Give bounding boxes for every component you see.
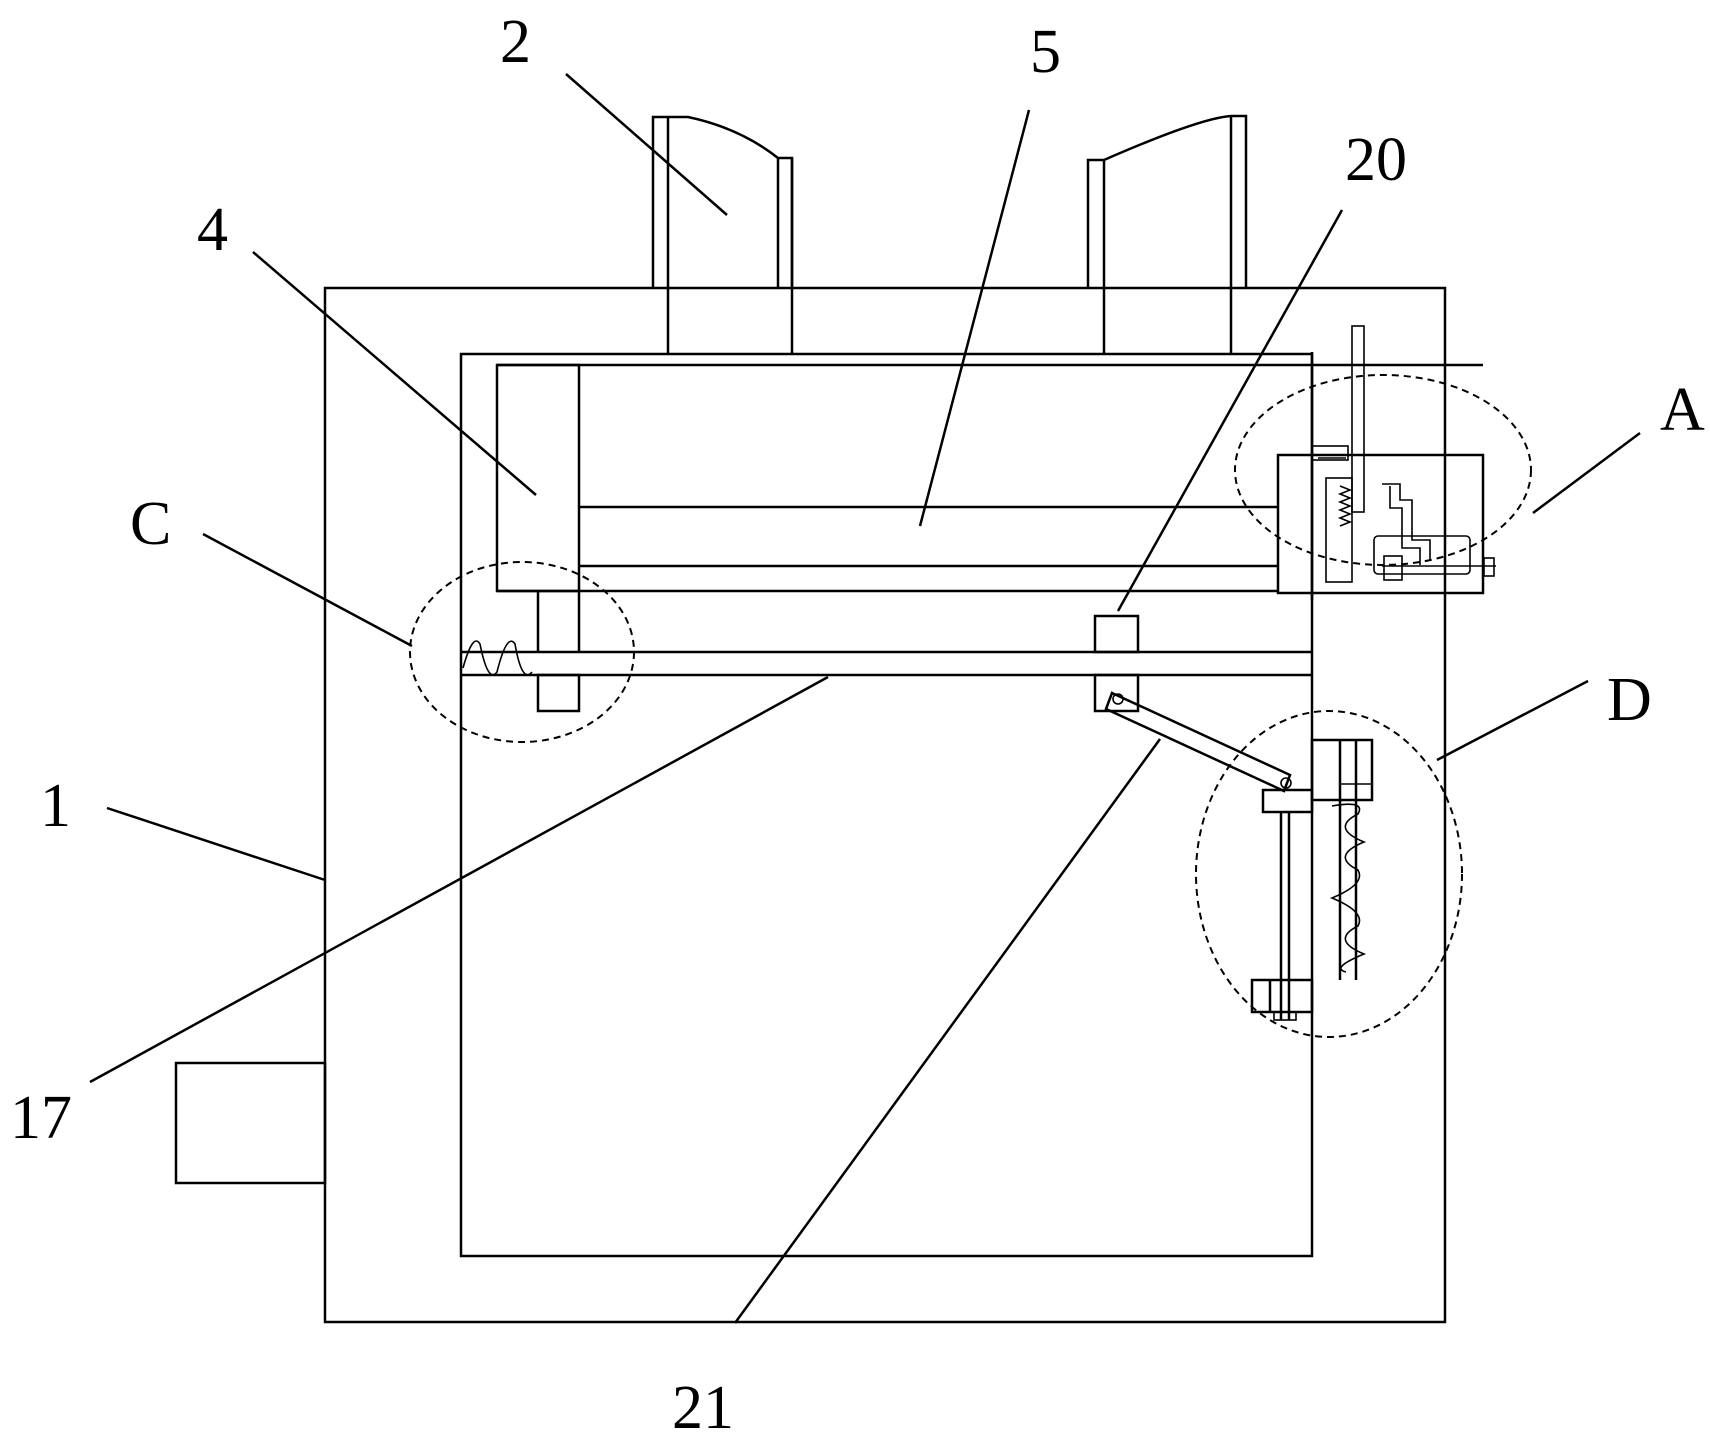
label-1: 1 [40, 772, 71, 840]
leader-21 [733, 738, 1162, 1324]
leader-5 [918, 109, 1031, 527]
detail-circle-c [409, 561, 635, 743]
feed-pipe-left [651, 115, 794, 354]
label-d: D [1607, 666, 1652, 734]
leader-17 [89, 675, 829, 1084]
mechanism-a [1276, 325, 1496, 600]
leader-d [1436, 679, 1589, 762]
label-a: A [1660, 376, 1705, 444]
leader-2 [565, 73, 728, 216]
side-outlet [174, 1061, 327, 1185]
frame-block-4 [495, 363, 581, 593]
detail-circle-a [1234, 374, 1532, 566]
leader-1 [106, 806, 326, 882]
label-17: 17 [10, 1084, 72, 1152]
screen-plate-5 [497, 363, 1483, 593]
leader-4 [252, 251, 537, 496]
label-2: 2 [500, 8, 531, 76]
leader-20 [1116, 209, 1344, 612]
block-20 [1093, 614, 1140, 713]
rail-17 [461, 650, 1312, 677]
mechanism-c [462, 591, 581, 713]
label-20: 20 [1345, 126, 1407, 194]
label-21: 21 [672, 1374, 734, 1439]
label-5: 5 [1030, 18, 1061, 86]
label-c: C [130, 490, 171, 558]
leader-a [1532, 431, 1641, 515]
mechanism-d [1250, 738, 1374, 1021]
inner-chamber [459, 352, 1314, 1258]
leader-c [202, 532, 413, 648]
label-4: 4 [197, 196, 228, 264]
feed-pipe-right [1086, 114, 1248, 354]
detail-circle-d [1195, 710, 1463, 1038]
outer-housing [323, 286, 1447, 1324]
